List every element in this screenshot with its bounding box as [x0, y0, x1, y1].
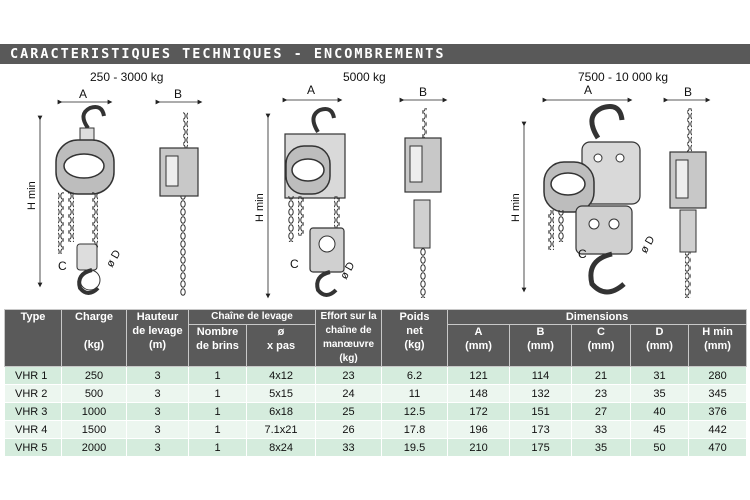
caption-medium-hoist: 5000 kg: [343, 70, 386, 84]
col-header-b: B(mm): [509, 324, 573, 367]
dim-label-c-2: C: [290, 257, 299, 271]
col-header-d: D(mm): [630, 324, 690, 367]
dim-label-b-3: B: [684, 85, 692, 99]
dim-label-d: ø D: [104, 248, 123, 269]
section-title: CARACTERISTIQUES TECHNIQUES - ENCOMBREME…: [10, 46, 446, 62]
small-hoist-side-view: B: [155, 87, 203, 296]
col-header-hmin: H min(mm): [688, 324, 748, 367]
medium-hoist-side-view: B: [399, 85, 448, 298]
col-header-a: A(mm): [447, 324, 511, 367]
caption-small-hoist: 250 - 3000 kg: [90, 70, 164, 84]
col-header-charge: Charge(kg): [61, 309, 127, 367]
hoist-dimension-drawings: A H min C ø D B A H min: [26, 83, 711, 299]
dim-label-a-3: A: [584, 83, 592, 97]
large-hoist-side-view: B: [663, 85, 711, 298]
small-hoist-front-view: A H min C ø D: [26, 87, 123, 295]
dim-label-a: A: [79, 87, 87, 101]
dim-label-b-2: B: [419, 85, 427, 99]
dim-label-b: B: [174, 87, 182, 101]
col-header-c: C(mm): [571, 324, 632, 367]
col-group-dimensions: Dimensions: [447, 309, 748, 325]
dim-label-h-2: H min: [254, 193, 266, 222]
large-hoist-front-view: A H min C ø D: [510, 83, 657, 295]
medium-hoist-front-view: A H min C ø D: [254, 83, 357, 299]
col-header-type: Type: [4, 309, 62, 367]
dim-label-h: H min: [26, 181, 38, 210]
dim-label-h-3: H min: [510, 193, 522, 222]
dim-label-a-2: A: [307, 83, 315, 97]
dim-label-d-3: ø D: [638, 234, 657, 255]
section-title-bar: CARACTERISTIQUES TECHNIQUES - ENCOMBREME…: [0, 44, 750, 64]
dim-label-c-3: C: [578, 247, 587, 261]
caption-large-hoist: 7500 - 10 000 kg: [578, 70, 669, 84]
dim-label-c: C: [58, 259, 67, 273]
col-group-chaine: Chaîne de levage: [187, 309, 317, 325]
